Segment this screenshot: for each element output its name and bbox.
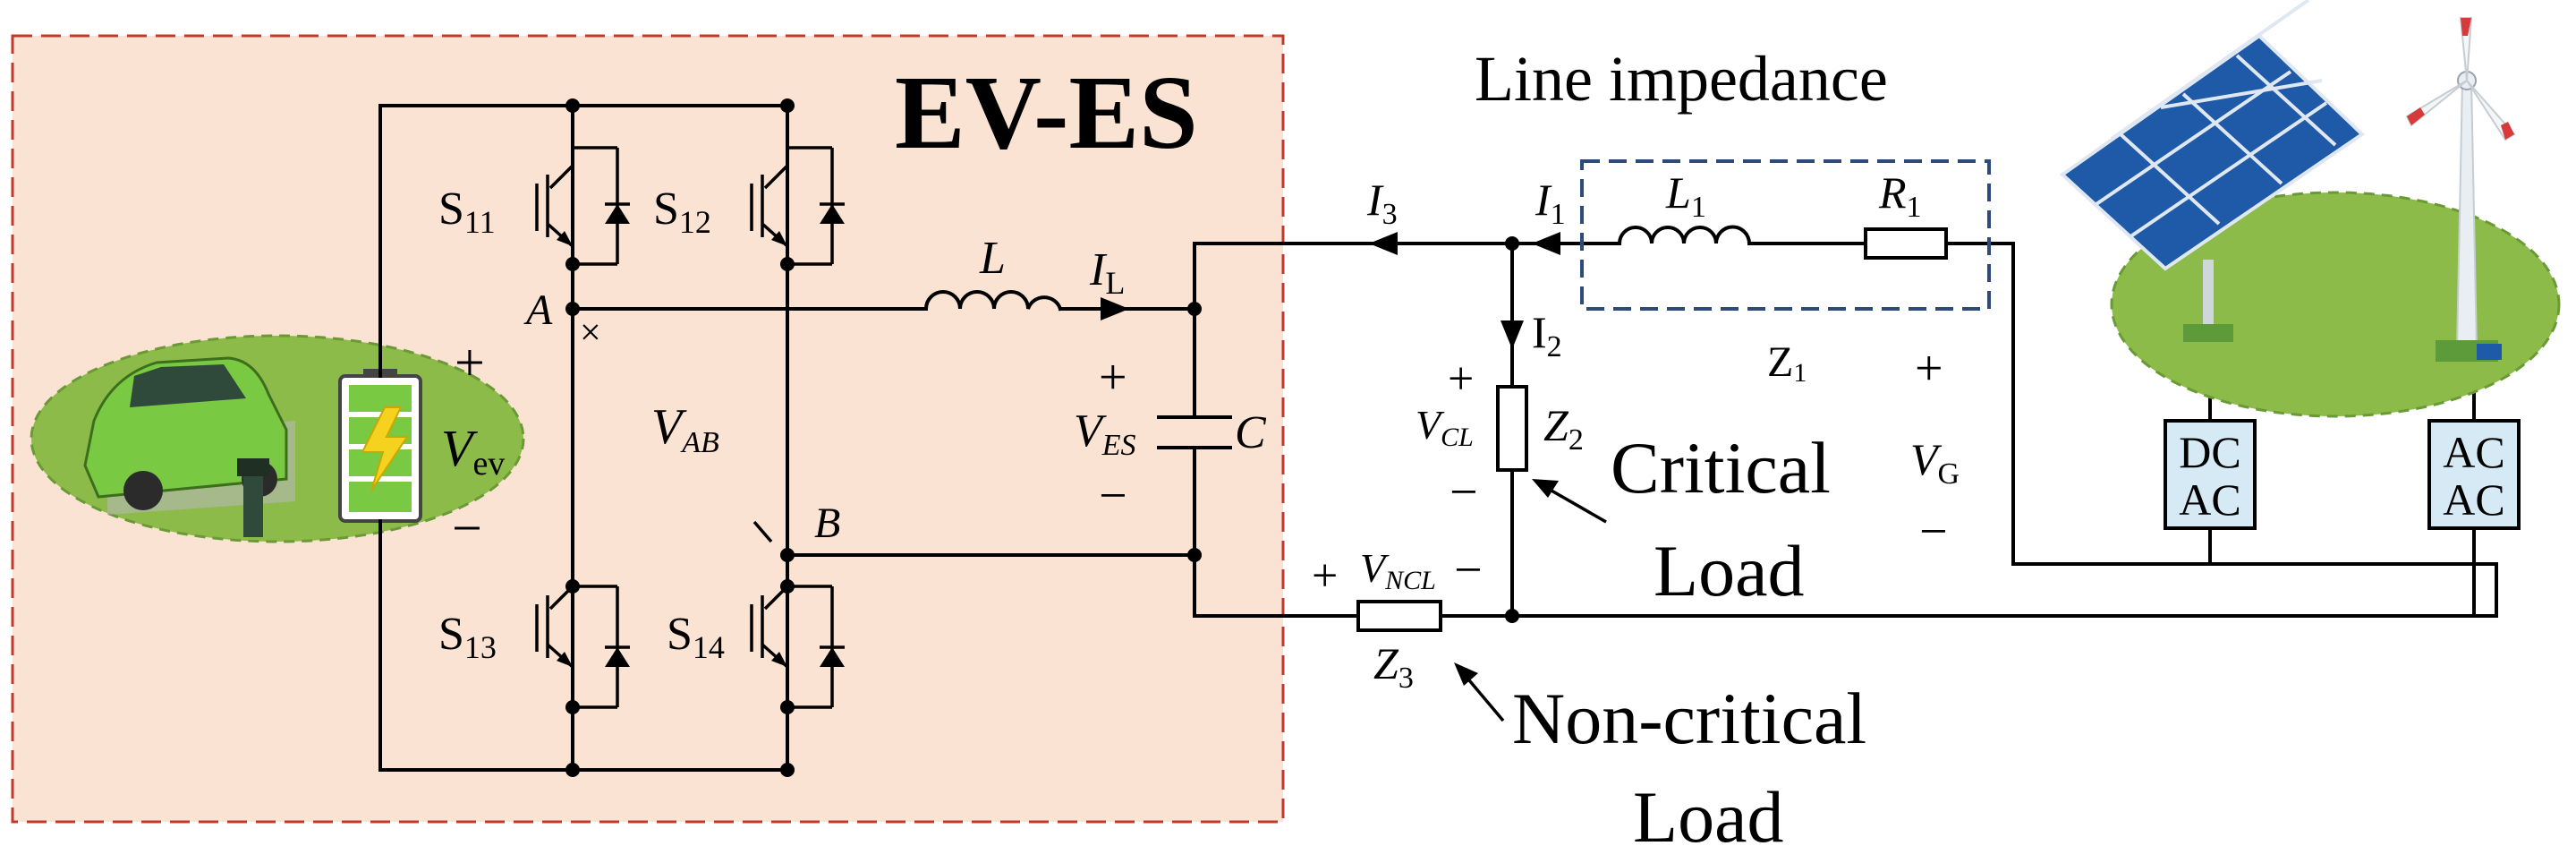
resistor-z3 xyxy=(1356,600,1442,632)
vcl-minus: − xyxy=(1450,465,1478,520)
node-a-cross: × xyxy=(580,312,601,354)
vncl-label: VNCL xyxy=(1360,545,1436,595)
critical-arrow-head xyxy=(1532,479,1559,498)
ev-es-title: EV-ES xyxy=(895,54,1198,171)
critical-label: Critical xyxy=(1611,427,1831,508)
dc-ac-converter xyxy=(2164,419,2257,530)
car-wheel-rear xyxy=(123,471,163,510)
i2-arrow xyxy=(1501,320,1524,349)
ves-label: VES xyxy=(1074,406,1136,462)
acac-top-label: AC xyxy=(2443,427,2504,477)
inductor-l xyxy=(923,290,1063,312)
i1-arrow xyxy=(1532,232,1560,255)
ves-minus: − xyxy=(1099,468,1127,524)
circuit-wires xyxy=(378,104,2498,772)
vev-minus: − xyxy=(452,499,482,558)
wind-turbine-icon xyxy=(2405,17,2516,362)
switch-s14 xyxy=(750,585,845,709)
renewables-illustration xyxy=(2059,0,2561,418)
vg-plus: + xyxy=(1915,341,1943,397)
charger-post xyxy=(243,466,263,537)
line-impedance-label: Line impedance xyxy=(1475,43,1888,115)
i2-label: I2 xyxy=(1532,307,1562,363)
s13-label: S13 xyxy=(438,609,497,665)
z2-label: Z2 xyxy=(1543,400,1584,457)
s14-label: S14 xyxy=(667,609,725,665)
bolt-icon xyxy=(361,406,409,491)
resistor-z2 xyxy=(1496,385,1528,472)
non-critical-arrow-head xyxy=(1454,662,1478,686)
line-impedance-box xyxy=(1580,159,1991,311)
inductor-l-label: L xyxy=(979,233,1006,284)
vncl-plus: + xyxy=(1312,551,1338,602)
junction-dots xyxy=(565,98,1519,777)
critical-load-label: Load xyxy=(1654,530,1804,611)
r1-label: R1 xyxy=(1878,167,1922,224)
switch-s11 xyxy=(535,106,630,309)
switch-s12 xyxy=(750,106,845,266)
vev-plus: + xyxy=(455,333,485,392)
s12-label: S12 xyxy=(653,184,711,240)
capacitor-c-label: C xyxy=(1235,407,1267,458)
s11-label: S11 xyxy=(438,184,496,240)
battery-icon xyxy=(338,369,422,523)
non-critical-label: Non-critical xyxy=(1512,678,1866,759)
vev-label: Vev xyxy=(441,419,505,483)
solar-panel-icon xyxy=(2059,0,2366,342)
capacitor-c xyxy=(1157,415,1232,449)
l1-label: L1 xyxy=(1665,167,1706,224)
dcac-bottom-label: AC xyxy=(2179,474,2240,525)
z1-label: Z1 xyxy=(1767,338,1807,388)
dcac-top-label: DC xyxy=(2179,427,2240,477)
vcl-label: VCL xyxy=(1416,402,1474,452)
i1-label: I1 xyxy=(1535,175,1566,231)
il-label: IL xyxy=(1089,244,1125,301)
vg-label: VG xyxy=(1910,434,1960,491)
vg-minus: − xyxy=(1919,504,1948,560)
non-critical-load-label: Load xyxy=(1633,776,1783,858)
ves-plus: + xyxy=(1099,350,1127,406)
node-b-tick xyxy=(752,520,773,543)
z3-label: Z3 xyxy=(1373,638,1414,695)
vab-label: VAB xyxy=(651,399,719,459)
il-arrow xyxy=(1101,297,1129,320)
ac-ac-converter xyxy=(2427,419,2521,530)
i3-label: I3 xyxy=(1366,175,1398,231)
vcl-plus: + xyxy=(1448,354,1474,405)
node-b-label: B xyxy=(814,500,840,547)
resistor-r1 xyxy=(1864,227,1948,260)
vncl-minus: − xyxy=(1454,543,1483,598)
i3-arrow xyxy=(1369,232,1398,255)
acac-bottom-label: AC xyxy=(2443,474,2504,525)
inductor-l1 xyxy=(1617,225,1752,246)
node-a-label: A xyxy=(523,286,553,334)
